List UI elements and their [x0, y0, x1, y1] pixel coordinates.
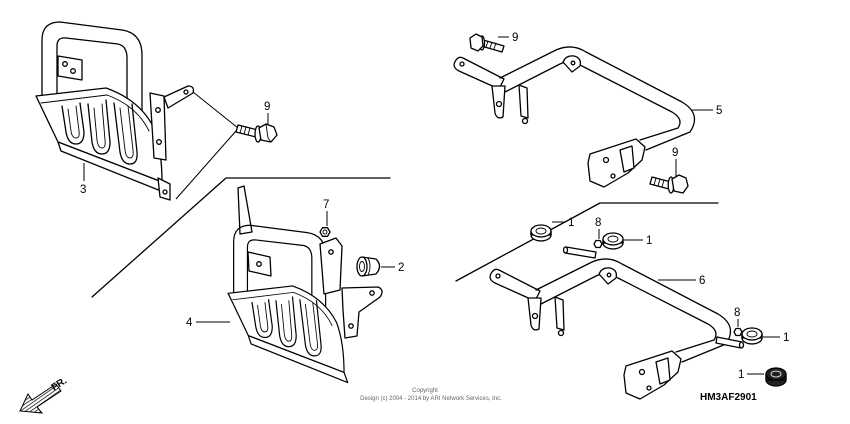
tall-bracket — [237, 185, 253, 235]
copyright-heading: Copyright — [412, 388, 438, 394]
callout-cap-1-b: 1 — [646, 235, 652, 247]
collar-rod-left — [562, 246, 597, 259]
callout-bolt-9-left: 9 — [264, 101, 270, 113]
callout-part-6: 6 — [699, 275, 705, 287]
callout-part-3: 3 — [80, 184, 86, 196]
callout-part-5: 5 — [716, 105, 722, 117]
bolt-8-left — [593, 239, 603, 249]
leader-lines — [83, 36, 780, 375]
guard-bar-and-skid-plate — [35, 21, 167, 194]
copyright-notice: Design (c) 2004 - 2014 by ARI Network Se… — [360, 396, 502, 402]
callout-part-4: 4 — [186, 317, 193, 329]
callout-nut-7: 7 — [323, 199, 329, 211]
grommet-1-d — [765, 367, 787, 387]
lower-bracket — [341, 286, 383, 339]
callout-grommet-1-d: 1 — [738, 369, 744, 381]
callout-cap-1-c: 1 — [783, 332, 789, 344]
mount-hole — [70, 68, 76, 74]
cap-1-a — [530, 224, 552, 242]
front-direction-arrow-icon: FR. — [19, 375, 69, 414]
bolt-8-right — [733, 327, 743, 337]
callout-bolt-9-bottom: 9 — [672, 147, 678, 159]
grommet-2 — [356, 256, 381, 277]
bracket-hole — [155, 107, 161, 113]
bracket-hole — [369, 290, 375, 296]
nut-7 — [319, 227, 331, 237]
flange-bolt-9-bottom — [649, 174, 689, 194]
rear-bar-part-5 — [453, 46, 696, 188]
flange-bolt-9-top — [469, 33, 505, 53]
bracket-hole — [183, 89, 189, 95]
bracket-hole — [348, 323, 354, 329]
front-guard-part-3 — [35, 21, 239, 201]
upper-bracket — [163, 85, 195, 109]
callout-bolt-8-left: 8 — [595, 217, 601, 229]
callout-bolt-8-right: 8 — [734, 307, 740, 319]
mount-plate — [247, 251, 272, 277]
front-guard-part-4 — [227, 185, 383, 384]
bracket-hole — [328, 249, 334, 255]
cap-1-b — [602, 232, 624, 250]
bolt-reference-line — [175, 130, 237, 200]
callout-bolt-9-top: 9 — [512, 32, 518, 44]
divider-line-right — [455, 202, 719, 282]
mount-hole — [256, 261, 262, 267]
collar-rod-right — [715, 336, 745, 349]
bolt-reference-line — [192, 91, 239, 129]
side-bracket — [149, 92, 167, 161]
bracket-hole — [156, 139, 162, 145]
divider-line-left — [91, 177, 391, 298]
mount-hole — [62, 61, 68, 67]
side-bracket — [319, 237, 343, 295]
diagram-code: HM3AF2901 — [700, 392, 757, 403]
callout-grommet-2: 2 — [398, 262, 404, 274]
mount-plate — [57, 55, 83, 81]
cap-1-c — [741, 327, 763, 345]
flange-bolt-9-left — [235, 123, 278, 143]
lower-tab — [157, 177, 171, 201]
tab-hole — [162, 189, 168, 195]
callout-cap-1-a: 1 — [568, 217, 574, 229]
